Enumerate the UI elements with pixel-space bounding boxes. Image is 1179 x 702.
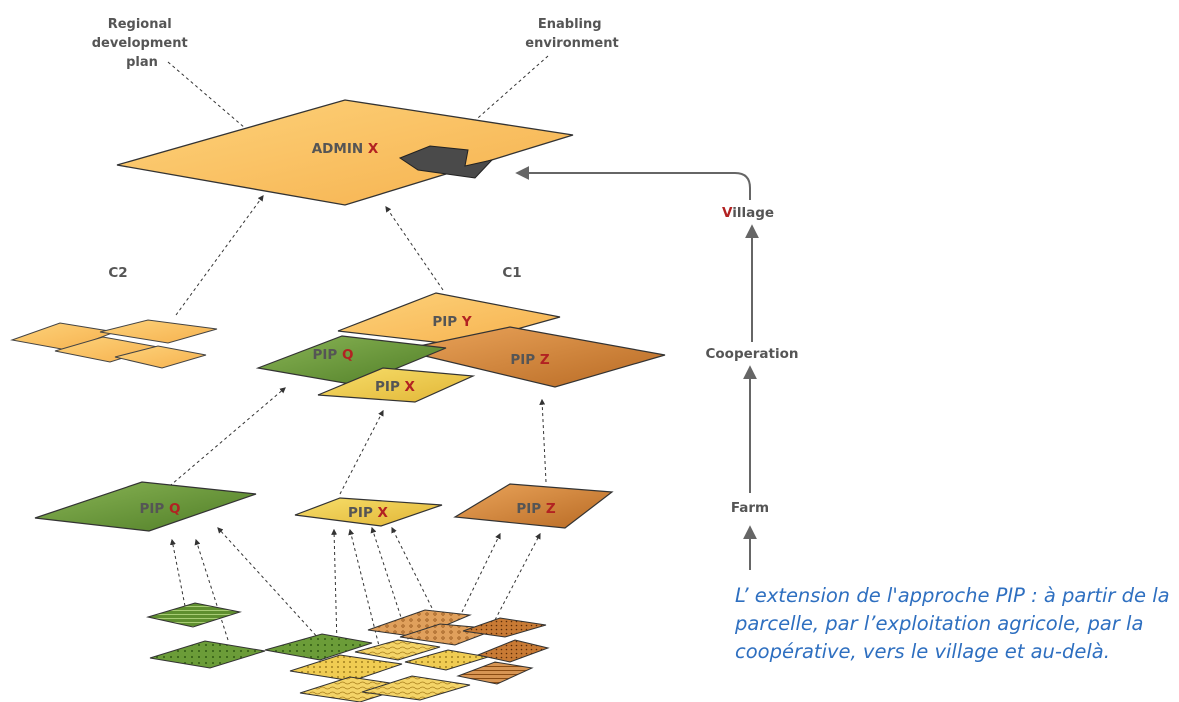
- farm-pip-z-plane: [453, 483, 614, 529]
- parcel-orange-stripe: [456, 661, 534, 685]
- cooperation-level-label: Cooperation: [705, 346, 798, 362]
- farm-level-label: Farm: [731, 500, 769, 516]
- farm-pip-z-label: PIP Z: [516, 501, 556, 517]
- parcel-orange-speckle-1: [462, 617, 547, 638]
- c1-pip-z-plane: [399, 326, 666, 388]
- pip-q-to-c1-arrow: [164, 387, 286, 491]
- callout-pointers: [167, 55, 549, 147]
- c2-plane-4: [114, 345, 207, 369]
- admin-label: ADMIN X: [312, 141, 379, 157]
- plot-arrow-9: [494, 532, 541, 621]
- parcel-orange-circles-1: [367, 609, 472, 638]
- c2-to-admin-arrow: [175, 195, 264, 316]
- plot-arrow-4: [331, 528, 338, 646]
- c1-label: C1: [502, 265, 521, 281]
- parcel-green-dots-1: [149, 640, 266, 669]
- parcel-orange-speckle-2: [476, 639, 550, 663]
- parcel-green-stripe: [146, 602, 242, 628]
- village-to-admin-arrow: [515, 166, 751, 200]
- level-progression: Farm Cooperation Village: [515, 166, 799, 570]
- c1-pip-z-label: PIP Z: [510, 352, 550, 368]
- plot-arrow-8: [461, 532, 501, 613]
- enabling-environment-shape: [398, 145, 494, 179]
- c1-to-admin-arrow: [385, 206, 444, 291]
- c1-cluster: [255, 292, 666, 403]
- farm-pip-x-label: PIP X: [348, 505, 389, 521]
- pip-x-to-c1-arrow: [339, 409, 384, 495]
- c2-label: C2: [108, 265, 127, 281]
- pip-z-to-c1-arrow: [539, 398, 547, 483]
- farm-to-c1-arrows: [164, 387, 547, 495]
- parcel-yellow-stripe-3: [361, 675, 471, 701]
- enabling-pointer: [461, 55, 549, 133]
- farm-pip-q-plane: [34, 481, 257, 532]
- c2-cluster: [10, 319, 218, 369]
- c1-pip-x-label: PIP X: [375, 379, 416, 395]
- regional-plan-callout: Regional development plan: [92, 17, 192, 70]
- plot-parcels: [146, 602, 550, 702]
- parcel-green-dots-2: [264, 633, 373, 661]
- enabling-environment-callout: Enabling environment: [525, 17, 618, 51]
- c1-pip-q-label: PIP Q: [313, 347, 354, 363]
- c1-pip-x-plane: [317, 367, 476, 403]
- plot-arrow-1: [169, 538, 186, 607]
- farm-pip-q-label: PIP Q: [140, 501, 181, 517]
- c1-pip-q-plane: [255, 335, 447, 386]
- parcel-yellow-stripe-1: [354, 639, 441, 661]
- c2-plane-2: [99, 319, 218, 344]
- c1-pip-y-label: PIP Y: [432, 314, 472, 330]
- plot-arrow-3: [217, 527, 321, 641]
- cluster-to-admin-arrows: [175, 195, 444, 316]
- figure-caption: L’ extension de l'approche PIP : à parti…: [735, 584, 1170, 663]
- parcel-yellow-dots-1: [289, 654, 403, 682]
- admin-plane: [116, 99, 574, 206]
- farm-pip-x-plane: [294, 497, 443, 527]
- plot-arrow-5: [348, 528, 381, 651]
- village-level-label: Village: [722, 205, 774, 221]
